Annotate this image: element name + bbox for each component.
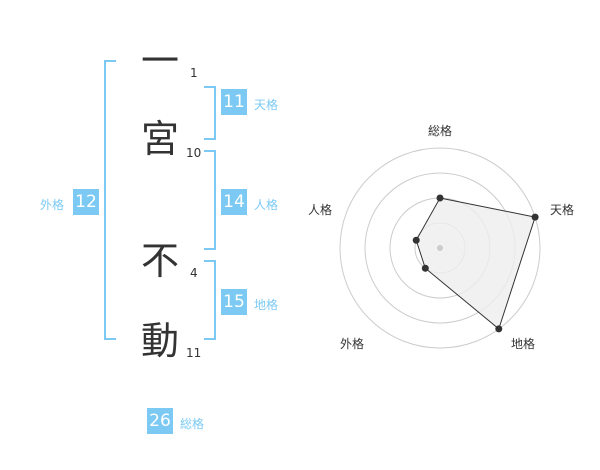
gaikaku-value: 12: [73, 189, 99, 215]
chikaku-value: 15: [221, 289, 247, 315]
tenkaku-bracket: [204, 86, 216, 140]
jinkaku-bracket: [204, 150, 216, 250]
given-char-1: 不: [141, 239, 180, 283]
given-char-2: 動: [141, 319, 180, 363]
radar-polygon: [415, 197, 536, 330]
radar-ring-4: [339, 147, 541, 349]
tenkaku-value: 11: [221, 89, 247, 115]
radar-point-2: [495, 325, 503, 333]
radar-label-jinkaku: 人格: [308, 203, 333, 217]
soukaku-label: 総格: [180, 417, 205, 431]
radar-center: [437, 245, 443, 251]
soukaku-value: 26: [147, 408, 173, 434]
radar-label-tenkaku: 天格: [550, 203, 575, 217]
surname-char-1: 一: [141, 39, 180, 83]
chikaku-label: 地格: [254, 298, 279, 312]
jinkaku-label: 人格: [254, 198, 279, 212]
radar-label-soukaku: 総格: [428, 124, 453, 138]
jinkaku-value: 14: [221, 189, 247, 215]
radar-label-gaikaku: 外格: [340, 337, 365, 351]
given-char-2-strokes: 11: [186, 346, 202, 360]
chikaku-bracket: [204, 260, 216, 340]
radar-point-3: [421, 264, 429, 272]
radar-point-1: [531, 213, 539, 221]
radar-point-4: [412, 236, 420, 244]
surname-char-2-strokes: 10: [186, 146, 202, 160]
radar-label-chikaku: 地格: [511, 337, 536, 351]
tenkaku-label: 天格: [254, 98, 279, 112]
surname-char-2: 宮: [141, 117, 180, 161]
surname-char-1-strokes: 1: [190, 66, 198, 80]
gaikaku-label: 外格: [40, 198, 65, 212]
radar-point-0: [436, 194, 444, 202]
given-char-1-strokes: 4: [190, 266, 198, 280]
gaikaku-bracket: [104, 60, 116, 340]
